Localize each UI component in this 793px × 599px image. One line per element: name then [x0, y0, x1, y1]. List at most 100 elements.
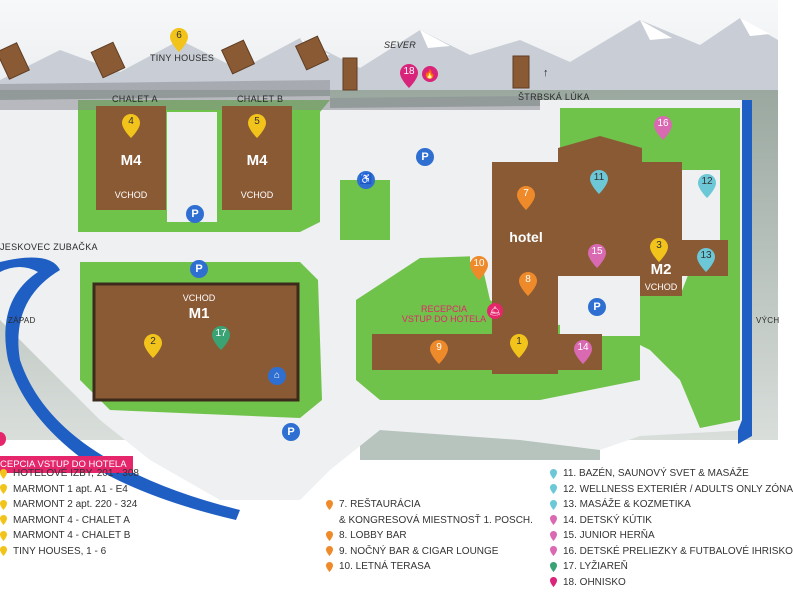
legend-text: 9. NOČNÝ BAR & CIGAR LOUNGE — [339, 545, 499, 557]
pin-marker-icon — [650, 238, 668, 262]
legend-text: 11. BAZÉN, SAUNOVÝ SVET & MASÁŽE — [563, 468, 749, 479]
accessible-icon: ♿ — [357, 171, 375, 189]
building-m1 — [92, 282, 300, 402]
map-pin-14[interactable]: 14 — [574, 340, 592, 364]
legend-marker-icon — [0, 546, 7, 557]
pin-number: 1 — [516, 336, 522, 347]
legend-item: 8. LOBBY BAR — [326, 528, 533, 544]
legend-item: TINY HOUSES, 1 - 6 — [0, 544, 139, 560]
legend-text: 7. REŠTAURÁCIA — [339, 499, 421, 510]
legend-text: 16. DETSKÉ PRELIEZKY & FUTBALOVÉ IHRISKO — [563, 545, 793, 557]
legend-item: MARMONT 4 - CHALET B — [0, 528, 139, 544]
pin-number: 10 — [473, 258, 485, 269]
legend-text: TINY HOUSES, 1 - 6 — [13, 545, 107, 557]
pin-number: 17 — [215, 328, 227, 339]
legend-marker-icon — [550, 468, 557, 479]
map-pin-2[interactable]: 2 — [144, 334, 162, 358]
pin-marker-icon — [212, 326, 230, 350]
pin-marker-icon — [698, 174, 716, 198]
map-pin-10[interactable]: 10 — [470, 256, 488, 280]
pin-marker-icon — [400, 64, 418, 88]
m4-b-entry: VCHOD — [240, 190, 274, 200]
legend-marker-icon — [550, 561, 557, 572]
map-pin-5[interactable]: 5 — [248, 114, 266, 138]
pin-marker-icon — [430, 340, 448, 364]
pin-number: 5 — [254, 116, 260, 127]
legend-item: 11. BAZÉN, SAUNOVÝ SVET & MASÁŽE — [550, 466, 793, 482]
m4-b-name: M4 — [246, 152, 268, 169]
legend-marker-icon — [0, 530, 7, 541]
legend-marker-icon — [550, 515, 557, 526]
pin-marker-icon — [248, 114, 266, 138]
legend-marker-icon — [550, 546, 557, 557]
map-pin-17[interactable]: 17 — [212, 326, 230, 350]
legend-item: 13. MASÁŽE & KOZMETIKA — [550, 497, 793, 513]
map-pin-15[interactable]: 15 — [588, 244, 606, 268]
grass-east — [560, 108, 740, 428]
legend-text: 17. LYŽIAREŇ — [563, 561, 628, 572]
map-pin-9[interactable]: 9 — [430, 340, 448, 364]
map-pin-12[interactable]: 12 — [698, 174, 716, 198]
reception-hotel-label: RECEPCIA VSTUP DO HOTELA — [396, 304, 492, 324]
map-pin-7[interactable]: 7 — [517, 186, 535, 210]
m1-entry: VCHOD — [182, 293, 216, 303]
reception-left-label: CEPCIA VSTUP DO HOTELA — [0, 456, 133, 473]
legend-marker-icon — [550, 530, 557, 541]
pin-marker-icon — [590, 170, 608, 194]
legend-marker-icon — [326, 546, 333, 557]
parking-icon: P — [190, 260, 208, 278]
pin-number: 13 — [700, 250, 712, 261]
label-chalet-b: CHALET B — [237, 94, 284, 104]
legend-marker-icon — [0, 499, 7, 510]
pin-marker-icon — [144, 334, 162, 358]
legend-text: MARMONT 4 - CHALET A — [13, 514, 130, 526]
legend-text: MARMONT 4 - CHALET B — [13, 530, 131, 541]
pin-marker-icon — [654, 116, 672, 140]
legend-text: HOTELOVÉ IZBY, 201 - 308 — [13, 468, 139, 479]
reception-line2: VSTUP DO HOTELA — [401, 314, 487, 324]
legend-gastronomy: 7. REŠTAURÁCIA & KONGRESOVÁ MIESTNOSŤ 1. … — [326, 497, 533, 575]
pin-marker-icon — [470, 256, 488, 280]
legend-text: 15. JUNIOR HERŇA — [563, 530, 655, 541]
legend-text: MARMONT 1 apt. A1 - E4 — [13, 483, 128, 495]
map-pin-3[interactable]: 3 — [650, 238, 668, 262]
legend-item: MARMONT 4 - CHALET A — [0, 513, 139, 529]
legend-marker-icon — [550, 484, 557, 495]
pin-number: 6 — [176, 30, 182, 41]
map-pin-8[interactable]: 8 — [519, 272, 537, 296]
map-pin-11[interactable]: 11 — [590, 170, 608, 194]
m4-a-name: M4 — [120, 152, 142, 169]
pin-number: 3 — [656, 240, 662, 251]
parking-icon: P — [416, 148, 434, 166]
pin-marker-icon — [170, 28, 188, 52]
legend-item: MARMONT 2 apt. 220 - 324 — [0, 497, 139, 513]
label-tiny-houses: TINY HOUSES — [150, 53, 215, 63]
pin-marker-icon — [574, 340, 592, 364]
legend-item: HOTELOVÉ IZBY, 201 - 308 — [0, 466, 139, 482]
pin-number: 15 — [591, 246, 603, 257]
m4-a-entry: VCHOD — [114, 190, 148, 200]
legend-marker-icon — [0, 484, 7, 495]
map-pin-16[interactable]: 16 — [654, 116, 672, 140]
legend-text: 18. OHNISKO — [563, 576, 626, 588]
legend-item: & KONGRESOVÁ MIESTNOSŤ 1. POSCH. — [326, 513, 533, 529]
reception-pin-icon — [0, 432, 6, 446]
ski-storage-icon: ⌂ — [268, 367, 286, 385]
parking-icon: P — [186, 205, 204, 223]
map-pin-13[interactable]: 13 — [697, 248, 715, 272]
legend-text: 14. DETSKÝ KÚTIK — [563, 514, 652, 526]
legend-text: MARMONT 2 apt. 220 - 324 — [13, 499, 138, 510]
pin-marker-icon — [510, 334, 528, 358]
legend-item: 12. WELLNESS EXTERIÉR / ADULTS ONLY ZÓNA — [550, 482, 793, 498]
map-pin-18[interactable]: 18 — [400, 64, 418, 88]
parking-icon: P — [588, 298, 606, 316]
map-pin-6[interactable]: 6 — [170, 28, 188, 52]
label-strbska: ŠTRBSKÁ LÚKA — [518, 92, 590, 102]
pin-number: 11 — [593, 172, 605, 183]
road — [0, 80, 540, 110]
map-pin-4[interactable]: 4 — [122, 114, 140, 138]
map-pin-1[interactable]: 1 — [510, 334, 528, 358]
legend-item: MARMONT 1 apt. A1 - E4 — [0, 482, 139, 498]
legend-text: & KONGRESOVÁ MIESTNOSŤ 1. POSCH. — [339, 514, 533, 526]
